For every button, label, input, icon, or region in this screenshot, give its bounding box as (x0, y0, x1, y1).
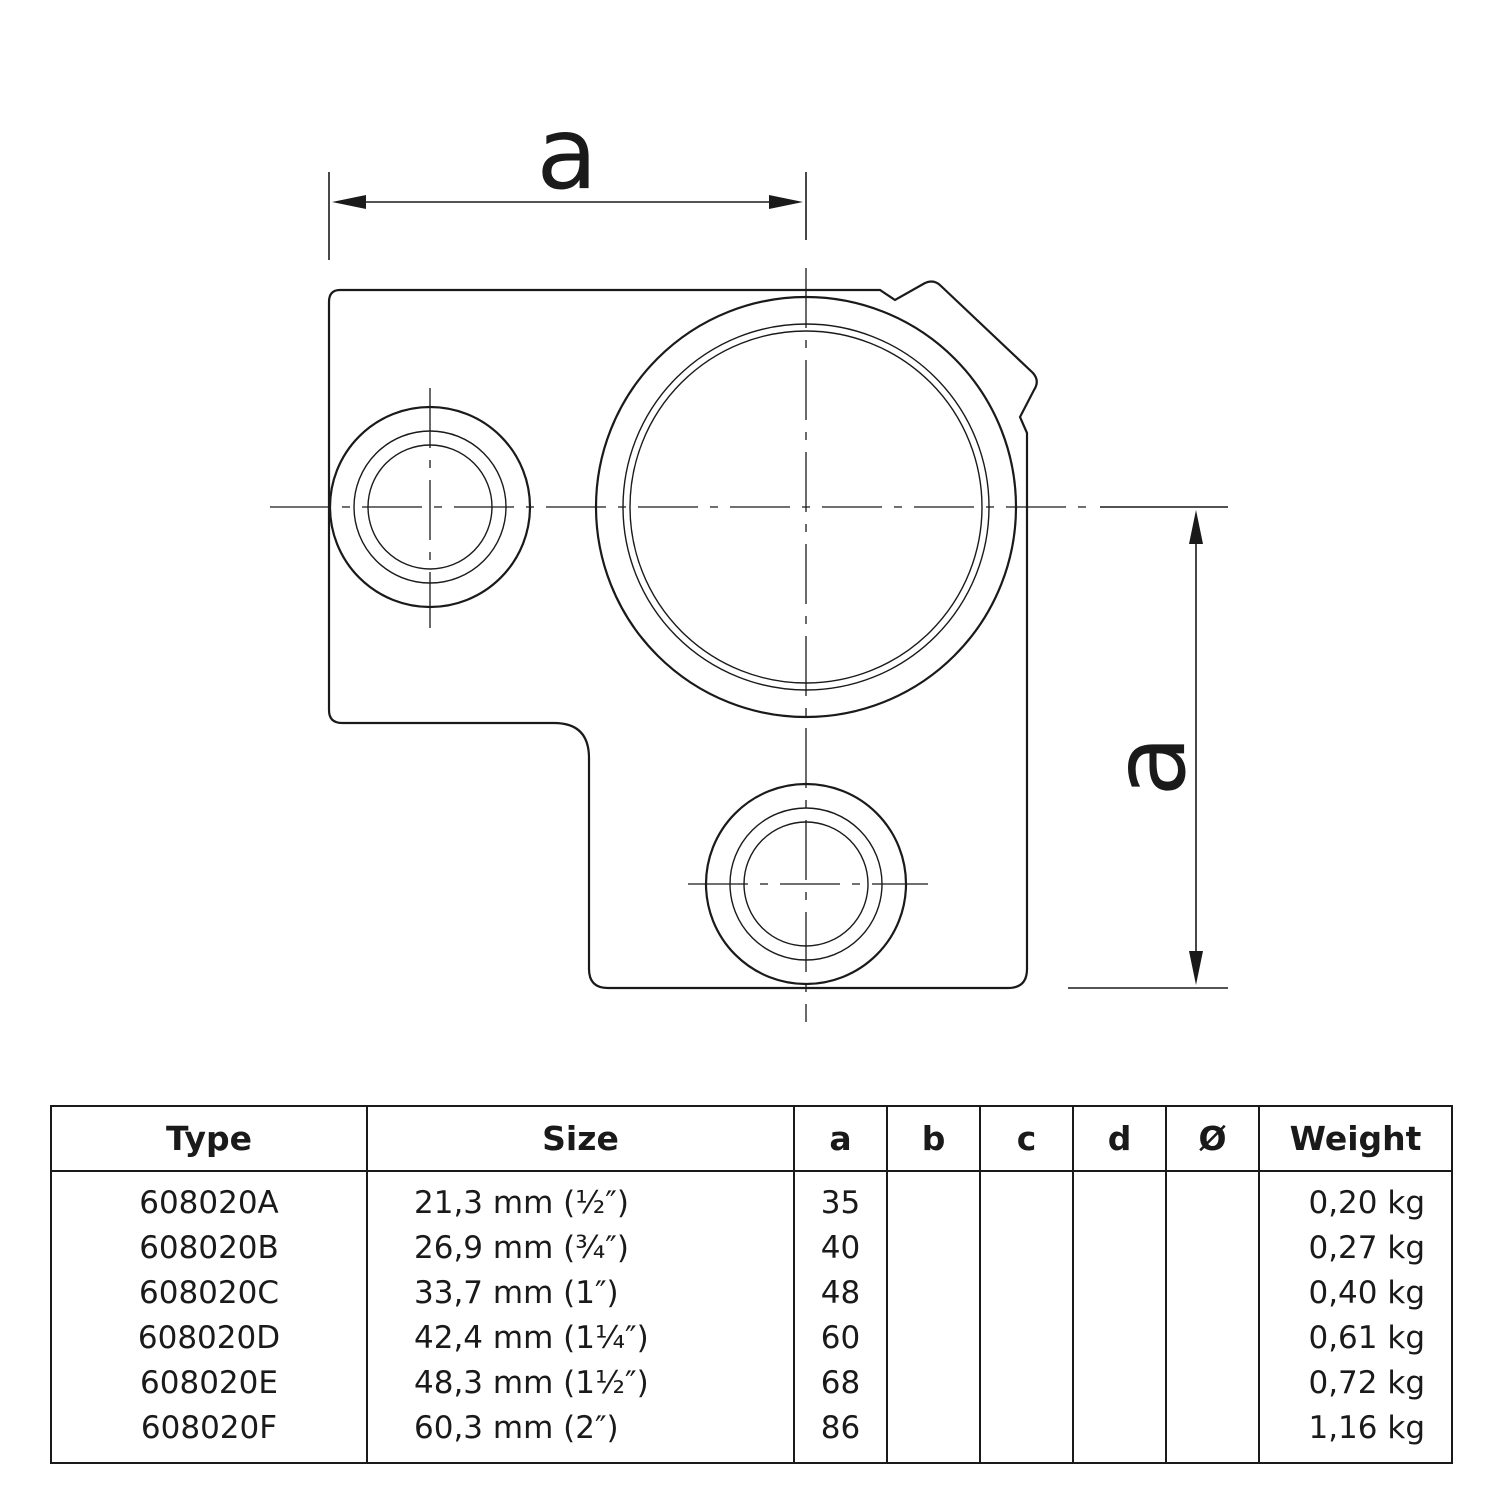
cell-size: 21,3 mm (½″) (366, 1171, 794, 1225)
cell-b (886, 1225, 980, 1270)
cell-size: 60,3 mm (2″) (366, 1405, 794, 1463)
cell-weight: 0,61 kg (1258, 1315, 1452, 1360)
header-type: Type (51, 1106, 367, 1172)
header-weight: Weight (1258, 1106, 1452, 1172)
cell-b (886, 1360, 980, 1405)
cell-b (886, 1405, 980, 1463)
cell-d (1072, 1270, 1166, 1315)
cell-d (1072, 1171, 1166, 1225)
cell-type: 608020A (139, 1184, 279, 1221)
cell-c (979, 1405, 1073, 1463)
cell-c (979, 1360, 1073, 1405)
header-a: a (793, 1106, 887, 1172)
cell-diameter (1165, 1360, 1259, 1405)
cell-c (979, 1315, 1073, 1360)
cell-type: 608020B (139, 1229, 279, 1266)
dimension-arrow-bottom (1189, 951, 1203, 985)
table-row: 608020E 48,3 mm (1½″) 68 0,72 kg (51, 1360, 1452, 1405)
cell-weight: 0,20 kg (1258, 1171, 1452, 1225)
cell-b (886, 1171, 980, 1225)
cell-a: 48 (793, 1270, 887, 1315)
cell-diameter (1165, 1171, 1259, 1225)
dimension-label-vertical: a (1091, 735, 1208, 796)
cell-a: 35 (793, 1171, 887, 1225)
table-row: 608020A 21,3 mm (½″) 35 0,20 kg (51, 1171, 1452, 1225)
cell-weight: 1,16 kg (1258, 1405, 1452, 1463)
dimension-label-horizontal: a (536, 95, 597, 212)
cell-weight: 0,72 kg (1258, 1360, 1452, 1405)
cell-diameter (1165, 1405, 1259, 1463)
header-size: Size (366, 1106, 794, 1172)
header-c: c (979, 1106, 1073, 1172)
cell-b (886, 1270, 980, 1315)
table-row: 608020D 42,4 mm (1¼″) 60 0,61 kg (51, 1315, 1452, 1360)
fitting-body-outline (327, 280, 1038, 990)
cell-a: 68 (793, 1360, 887, 1405)
cell-diameter (1165, 1315, 1259, 1360)
cell-a: 86 (793, 1405, 887, 1463)
header-b: b (886, 1106, 980, 1172)
cell-type: 608020C (139, 1274, 279, 1311)
cell-size: 48,3 mm (1½″) (366, 1360, 794, 1405)
cell-diameter (1165, 1225, 1259, 1270)
cell-type: 608020F (140, 1409, 278, 1446)
cell-type: 608020E (140, 1364, 278, 1401)
specification-table: Type Size a b c d Ø Weight 608020A 21,3 … (50, 1105, 1453, 1464)
cell-weight: 0,40 kg (1258, 1270, 1452, 1315)
dimension-arrow-top (1189, 510, 1203, 544)
cell-c (979, 1270, 1073, 1315)
header-diameter: Ø (1165, 1106, 1259, 1172)
cell-d (1072, 1360, 1166, 1405)
cell-d (1072, 1225, 1166, 1270)
cell-b (886, 1315, 980, 1360)
cell-type: 608020D (137, 1319, 281, 1356)
cell-d (1072, 1315, 1166, 1360)
cell-a: 40 (793, 1225, 887, 1270)
cell-size: 26,9 mm (¾″) (366, 1225, 794, 1270)
header-d: d (1072, 1106, 1166, 1172)
table-row: 608020F 60,3 mm (2″) 86 1,16 kg (51, 1405, 1452, 1463)
cell-a: 60 (793, 1315, 887, 1360)
cell-c (979, 1171, 1073, 1225)
cell-weight: 0,27 kg (1258, 1225, 1452, 1270)
table-row: 608020C 33,7 mm (1″) 48 0,40 kg (51, 1270, 1452, 1315)
table-row: 608020B 26,9 mm (¾″) 40 0,27 kg (51, 1225, 1452, 1270)
cell-d (1072, 1405, 1166, 1463)
cell-c (979, 1225, 1073, 1270)
table-header-row: Type Size a b c d Ø Weight (51, 1106, 1452, 1172)
cell-diameter (1165, 1270, 1259, 1315)
cell-size: 42,4 mm (1¼″) (366, 1315, 794, 1360)
dimension-arrow-right (769, 195, 803, 209)
cell-size: 33,7 mm (1″) (366, 1270, 794, 1315)
dimension-arrow-left (332, 195, 366, 209)
technical-drawing: a a (270, 95, 1228, 1022)
